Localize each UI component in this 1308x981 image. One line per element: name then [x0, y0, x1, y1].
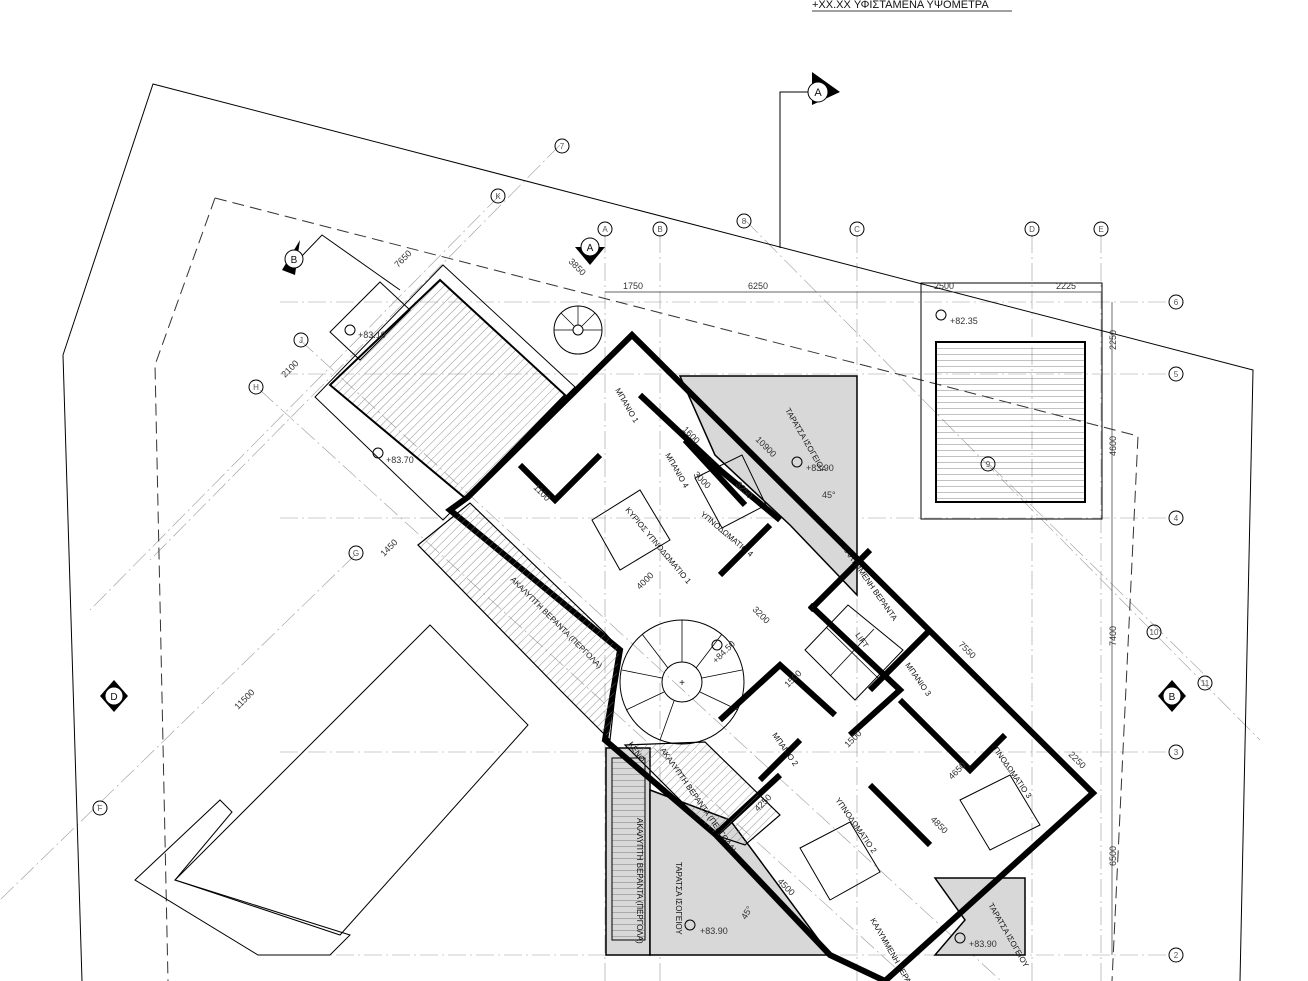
dim-misc-4: 1450 — [378, 537, 399, 558]
dim-misc-3: 2100 — [279, 358, 300, 379]
plot-boundary-west — [62, 354, 83, 981]
dim-right-3: 7400 — [1108, 626, 1118, 646]
ground-terrace-lower — [605, 747, 1026, 956]
svg-text:H: H — [253, 383, 259, 392]
building-walls — [445, 330, 1098, 981]
room-bath-3: ΜΠΑΝΙΟ 3 — [903, 661, 933, 698]
spiral-stair-main: + — [619, 619, 745, 745]
dim-right-4: 6500 — [1108, 846, 1118, 866]
svg-text:11: 11 — [1201, 679, 1210, 688]
svg-text:7: 7 — [560, 142, 565, 151]
section-marker-d-left: D — [100, 680, 128, 712]
svg-text:K: K — [495, 192, 501, 201]
svg-text:3: 3 — [1174, 748, 1179, 757]
svg-text:A: A — [587, 243, 594, 254]
plot-boundary — [62, 83, 1254, 981]
dimension-lines — [605, 291, 1113, 955]
dim-misc-14: 1500 — [842, 728, 863, 749]
svg-text:+82.35: +82.35 — [950, 316, 978, 326]
svg-text:D: D — [1029, 225, 1035, 234]
dim-top-3: 2500 — [934, 281, 954, 291]
svg-text:C: C — [854, 225, 860, 234]
room-master-bedroom: ΚΥΡΙΟΣ ΥΠΝΟΔΩΜΑΤΙΟ 1 — [623, 506, 693, 587]
dim-top-1: 1750 — [623, 281, 643, 291]
dim-misc-12: 3200 — [751, 604, 772, 625]
dim-top-4: 2225 — [1056, 281, 1076, 291]
svg-text:+83.10: +83.10 — [358, 330, 386, 340]
grid-bubbles-diagonal: 7 K 8 J H G F 9 10 11 — [92, 138, 1213, 816]
svg-text:10: 10 — [1150, 628, 1159, 637]
svg-text:F: F — [98, 804, 103, 813]
svg-text:2: 2 — [1174, 951, 1179, 960]
svg-text:6: 6 — [1174, 298, 1179, 307]
setback-line — [214, 197, 1139, 981]
spiral-stair-small — [553, 305, 603, 355]
room-bath-4: ΜΠΑΝΙΟ 4 — [663, 452, 690, 490]
grid-bubbles-right: 6 5 4 3 2 — [1168, 294, 1184, 963]
dim-misc-5: 11500 — [232, 687, 256, 711]
svg-text:A: A — [602, 225, 608, 234]
section-marker-b-right: B — [1158, 680, 1186, 712]
room-bedroom-3: ΥΠΝΟΔΩΜΑΤΙΟ 3 — [988, 741, 1033, 800]
dim-misc-8: 3000 — [692, 469, 713, 490]
dim-right-1: 2250 — [1108, 330, 1118, 350]
dim-misc-6: 1100 — [532, 482, 553, 503]
svg-text:+83.90: +83.90 — [969, 939, 997, 949]
svg-text:B: B — [291, 255, 298, 266]
svg-text:J: J — [299, 336, 303, 345]
section-marker-a-mid: A — [575, 237, 605, 265]
svg-text:+83.90: +83.90 — [700, 926, 728, 936]
dim-misc-11: 4000 — [634, 570, 655, 591]
ground-floor-outline — [134, 624, 529, 956]
svg-text:+83.90: +83.90 — [806, 463, 834, 473]
room-bedroom-4: ΥΠΝΟΔΩΜΑΤΙΟ 4 — [699, 510, 756, 559]
dim-misc-1: 7650 — [392, 248, 413, 269]
section-marker-a-top: A — [779, 72, 840, 248]
dim-right-2: 4600 — [1108, 436, 1118, 456]
dim-misc-2: 3850 — [567, 256, 588, 277]
room-bedroom-2: ΥΠΝΟΔΩΜΑΤΙΟ 2 — [833, 796, 878, 855]
open-veranda-band — [417, 502, 621, 742]
pergola-block-right — [920, 282, 1103, 520]
svg-text:+: + — [679, 678, 685, 689]
svg-text:8: 8 — [742, 217, 747, 226]
furniture-beds — [591, 454, 1041, 901]
svg-text:A: A — [814, 87, 822, 99]
grid-bubbles-top: A B C D E — [597, 221, 1109, 237]
svg-text:E: E — [1098, 225, 1103, 234]
svg-text:D: D — [110, 692, 117, 703]
existing-levels-note: +XX.XX ΥΦΙΣΤΑΜΕΝΑ ΥΨΟΜΕΤΡΑ — [812, 0, 989, 11]
lift-shaft — [804, 604, 904, 701]
dim-top-2: 6250 — [748, 281, 768, 291]
svg-text:B: B — [1169, 692, 1176, 703]
dim-misc-18: 4850 — [929, 814, 950, 835]
room-bath-1: ΜΠΑΝΙΟ 1 — [613, 387, 640, 425]
svg-text:5: 5 — [1174, 370, 1179, 379]
svg-text:+84.50: +84.50 — [710, 639, 737, 666]
open-veranda-lower — [623, 741, 781, 846]
dim-misc-21: 45° — [822, 490, 836, 500]
room-terrace-bottom: ΤΑΡΑΤΣΑ ΙΣΟΓΕΙΟΥ — [674, 862, 683, 935]
setback-line-west — [154, 197, 216, 981]
svg-text:B: B — [657, 225, 662, 234]
svg-text:+83.70: +83.70 — [386, 455, 414, 465]
room-open-veranda-3: ΑΚΑΛΥΠΤΗ ΒΕΡΑΝΤΑ (ΠΕΡΓΟΛΑ) — [635, 818, 644, 944]
svg-text:9: 9 — [986, 460, 991, 469]
svg-text:4: 4 — [1174, 514, 1179, 523]
svg-text:G: G — [353, 549, 359, 558]
section-marker-b-left: B — [282, 234, 401, 291]
